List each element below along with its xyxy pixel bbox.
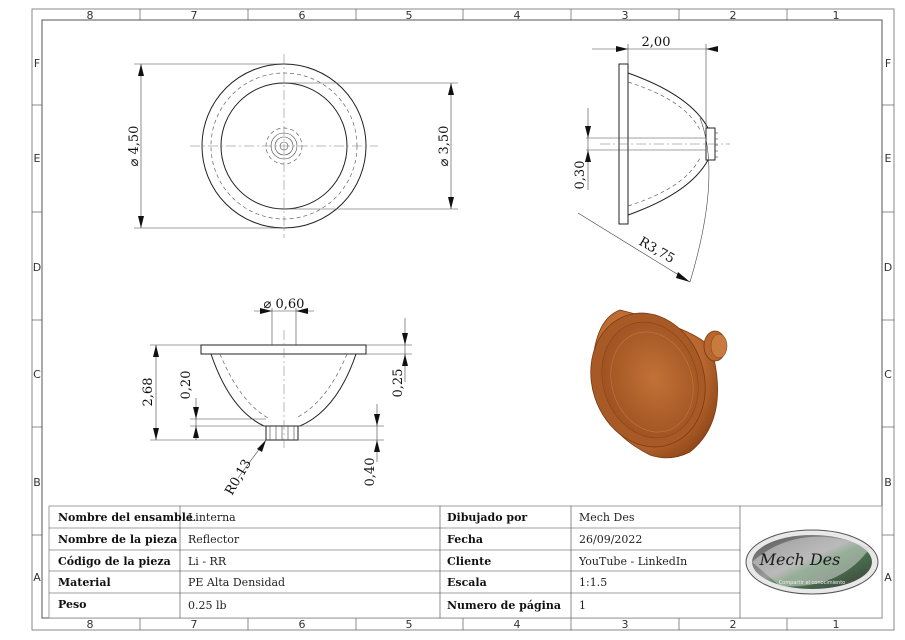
zone-col-8-bottom: 8 xyxy=(87,618,94,631)
zone-labels-left: F E D C B A xyxy=(33,57,41,584)
dim-front-hole-diameter: ⌀ 0,60 xyxy=(264,297,305,312)
title-block xyxy=(48,505,883,619)
side-view xyxy=(577,44,730,283)
tb-label-client: Cliente xyxy=(447,555,491,568)
zone-col-2-bottom: 2 xyxy=(730,618,737,631)
tb-label-material: Material xyxy=(58,576,111,589)
tb-label-code: Código de la pieza xyxy=(58,555,171,568)
zone-row-a: A xyxy=(33,571,41,584)
tb-value-code: Li - RR xyxy=(188,555,227,568)
tb-value-scale: 1:1.5 xyxy=(579,576,607,589)
tb-label-date: Fecha xyxy=(447,533,483,546)
zone-col-3-bottom: 3 xyxy=(622,618,629,631)
logo-subtext: Compartir el conocimiento xyxy=(779,580,845,586)
zone-row-f-right: F xyxy=(885,57,891,70)
zone-col-8: 8 xyxy=(87,9,94,22)
zone-labels-bottom: 8 7 6 5 4 3 2 1 xyxy=(87,618,840,631)
dim-top-inner-diameter: ⌀ 3,50 xyxy=(437,126,452,167)
zone-col-5-bottom: 5 xyxy=(406,618,413,631)
zone-col-2: 2 xyxy=(730,9,737,22)
tb-label-weight: Peso xyxy=(58,598,87,611)
zone-ticks xyxy=(32,9,894,630)
zone-row-d-right: D xyxy=(884,261,892,274)
company-logo: Mech Des Compartir el conocimiento xyxy=(745,529,879,595)
tb-label-drawn-by: Dibujado por xyxy=(447,511,527,524)
dim-side-radius: R3,75 xyxy=(636,234,677,266)
logo-text: Mech Des xyxy=(759,550,841,569)
top-view xyxy=(134,54,458,238)
tb-value-drawn-by: Mech Des xyxy=(579,511,635,524)
tb-value-page-number: 1 xyxy=(579,599,586,612)
zone-col-5: 5 xyxy=(406,9,413,22)
tb-label-page-number: Numero de página xyxy=(447,599,561,612)
zone-col-1-bottom: 1 xyxy=(833,618,840,631)
zone-col-4-bottom: 4 xyxy=(514,618,521,631)
tb-label-scale: Escala xyxy=(447,576,487,589)
zone-row-b-right: B xyxy=(884,476,892,489)
isometric-render xyxy=(590,309,728,459)
tb-value-weight: 0.25 lb xyxy=(188,599,227,612)
tb-label-part: Nombre de la pieza xyxy=(58,533,177,546)
zone-row-e: E xyxy=(34,152,41,165)
zone-row-f: F xyxy=(34,57,40,70)
zone-row-c-right: C xyxy=(884,368,892,381)
tb-label-assembly: Nombre del ensamble xyxy=(58,511,193,524)
zone-row-e-right: E xyxy=(885,152,892,165)
tb-value-date: 26/09/2022 xyxy=(579,533,642,546)
tb-value-material: PE Alta Densidad xyxy=(188,576,285,589)
dim-front-fillet: R0,13 xyxy=(222,457,254,498)
zone-labels-top: 8 7 6 5 4 3 2 1 xyxy=(87,9,840,22)
dim-top-outer-diameter: ⌀ 4,50 xyxy=(127,126,142,167)
front-view xyxy=(150,308,412,479)
zone-row-a-right: A xyxy=(884,571,892,584)
dim-side-small: 0,30 xyxy=(573,161,588,190)
dim-front-height: 2,68 xyxy=(141,378,156,407)
zone-col-6: 6 xyxy=(299,9,306,22)
dim-front-neck: 0,20 xyxy=(179,371,194,400)
zone-row-b: B xyxy=(33,476,41,489)
tb-value-part: Reflector xyxy=(188,533,240,546)
zone-labels-right: F E D C B A xyxy=(884,57,892,584)
dim-front-rim: 0,25 xyxy=(391,369,406,398)
zone-col-4: 4 xyxy=(514,9,521,22)
zone-col-6-bottom: 6 xyxy=(299,618,306,631)
tb-value-assembly: Linterna xyxy=(188,511,236,524)
zone-col-7: 7 xyxy=(191,9,198,22)
dim-side-length: 2,00 xyxy=(642,35,671,50)
dim-front-base: 0,40 xyxy=(363,458,378,487)
zone-col-1: 1 xyxy=(833,9,840,22)
tb-value-client: YouTube - LinkedIn xyxy=(578,555,687,568)
zone-row-c: C xyxy=(33,368,41,381)
zone-col-7-bottom: 7 xyxy=(191,618,198,631)
zone-col-3: 3 xyxy=(622,9,629,22)
zone-row-d: D xyxy=(33,261,41,274)
